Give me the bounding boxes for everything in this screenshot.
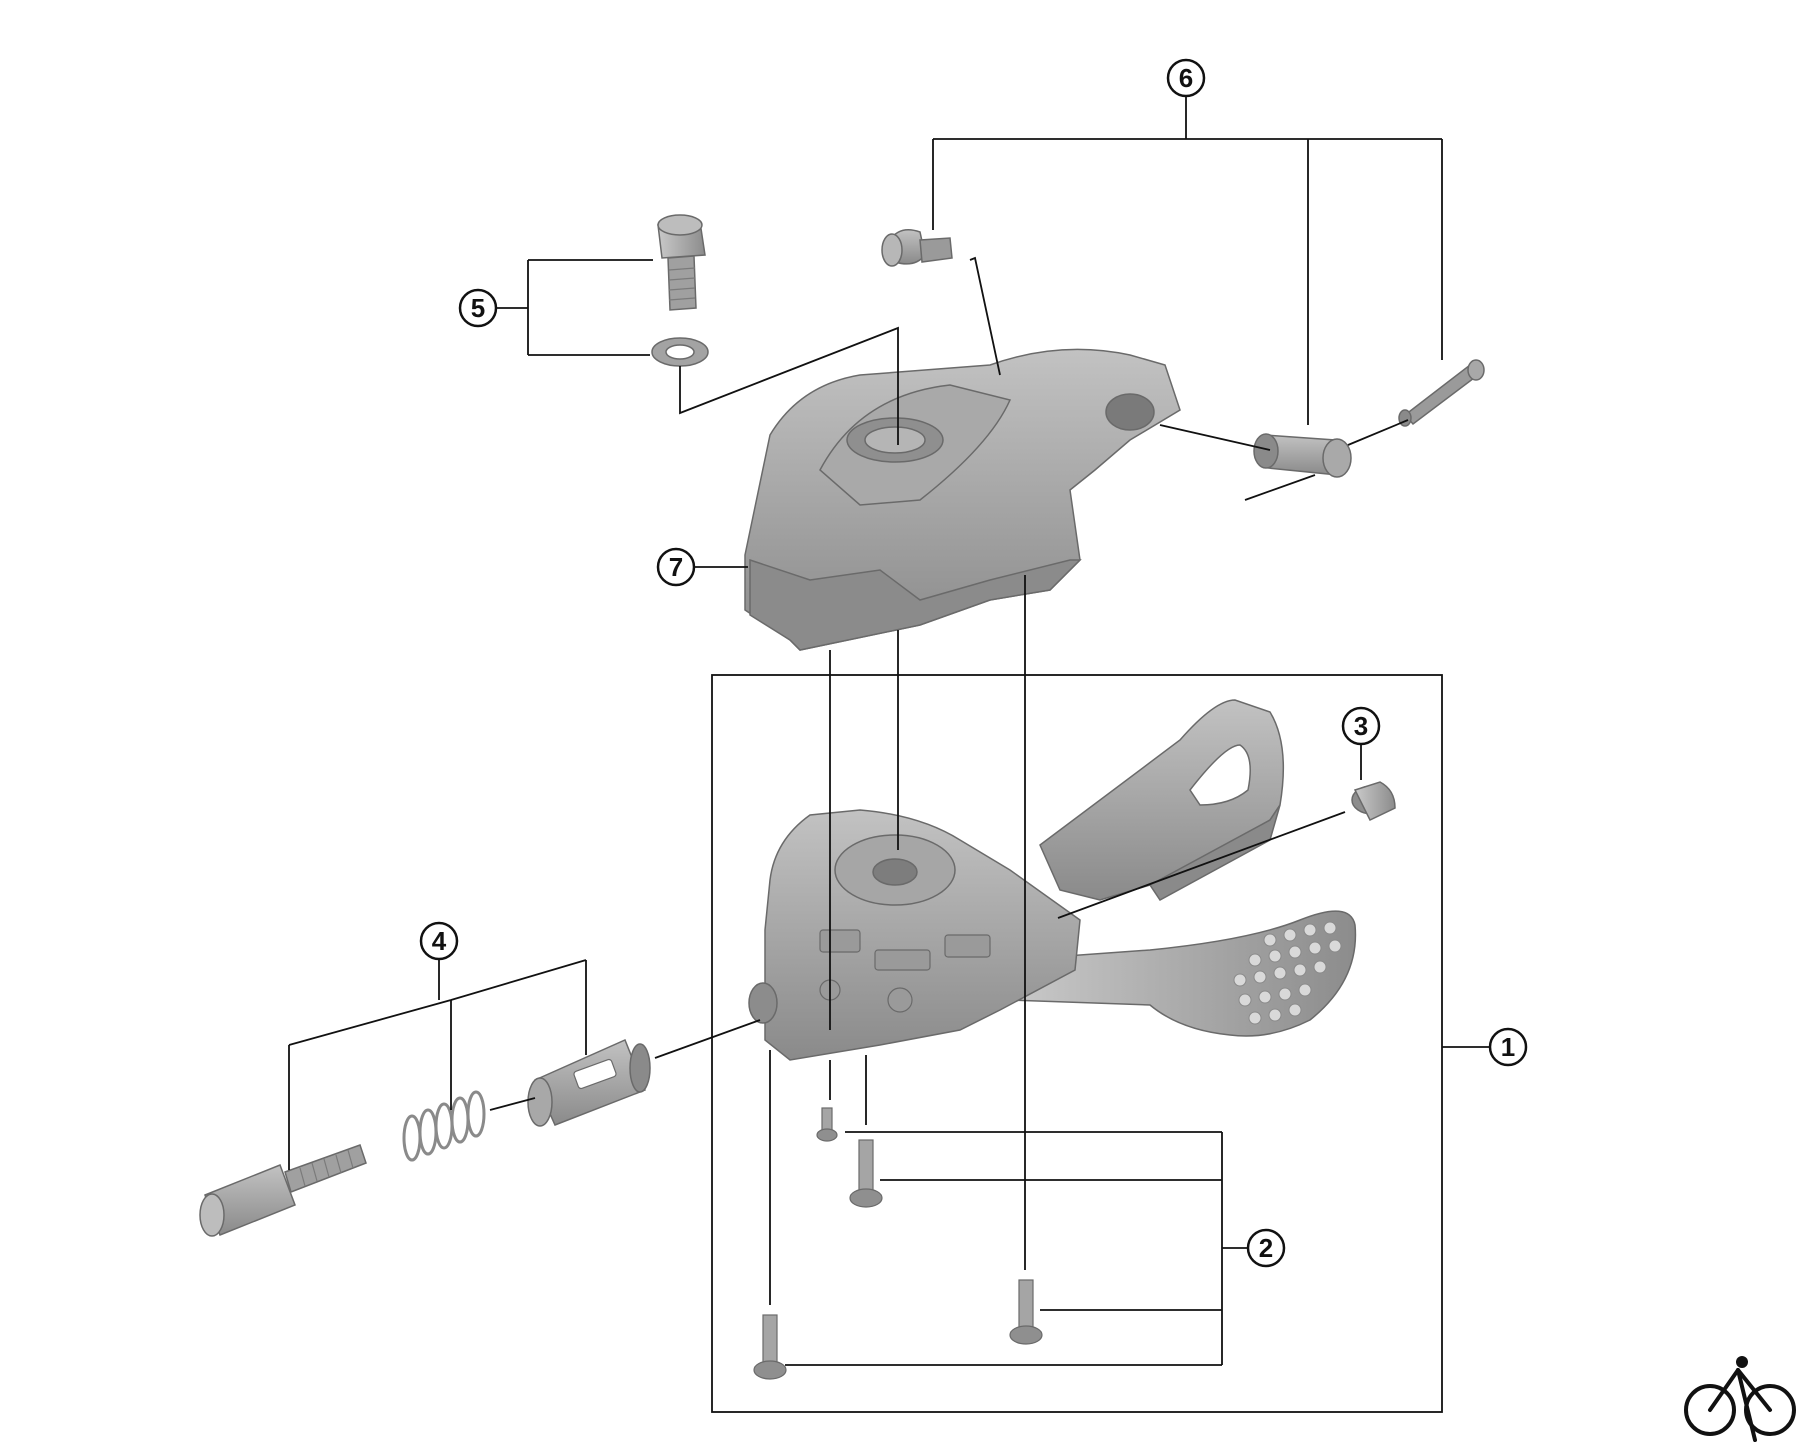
callout-3-label: 3 (1354, 711, 1368, 741)
plug-part (1351, 781, 1396, 821)
washer-part (651, 337, 709, 367)
adjuster-barrel-part (199, 1144, 367, 1237)
callout-1: 1 (1488, 1027, 1528, 1067)
spring-part (402, 1090, 486, 1162)
callout-6: 6 (1166, 58, 1206, 98)
pin-part (1398, 359, 1485, 427)
bicycle-icon (1684, 1356, 1796, 1442)
pivot-bolt-part (881, 229, 953, 267)
callout-6-label: 6 (1179, 63, 1193, 93)
callout-4-label: 4 (432, 926, 447, 956)
callout-5: 5 (458, 288, 498, 328)
upper-cover-part (744, 348, 1181, 651)
shifter-body-part (748, 699, 1357, 1061)
screws-part (753, 1107, 1043, 1380)
callout-1-label: 1 (1501, 1032, 1515, 1062)
callout-4: 4 (419, 921, 459, 961)
callout-2: 2 (1246, 1228, 1286, 1268)
bushing-part (1253, 433, 1352, 478)
callout-2-label: 2 (1259, 1233, 1273, 1263)
callout-3: 3 (1341, 706, 1381, 746)
callout-7-label: 7 (669, 552, 683, 582)
assembly-box (711, 674, 1443, 1413)
callout-5-label: 5 (471, 293, 485, 323)
adjuster-housing-part (527, 1038, 651, 1127)
leader-lines (288, 95, 1490, 1366)
banjo-bolt-part (657, 214, 706, 311)
callout-7: 7 (656, 547, 696, 587)
